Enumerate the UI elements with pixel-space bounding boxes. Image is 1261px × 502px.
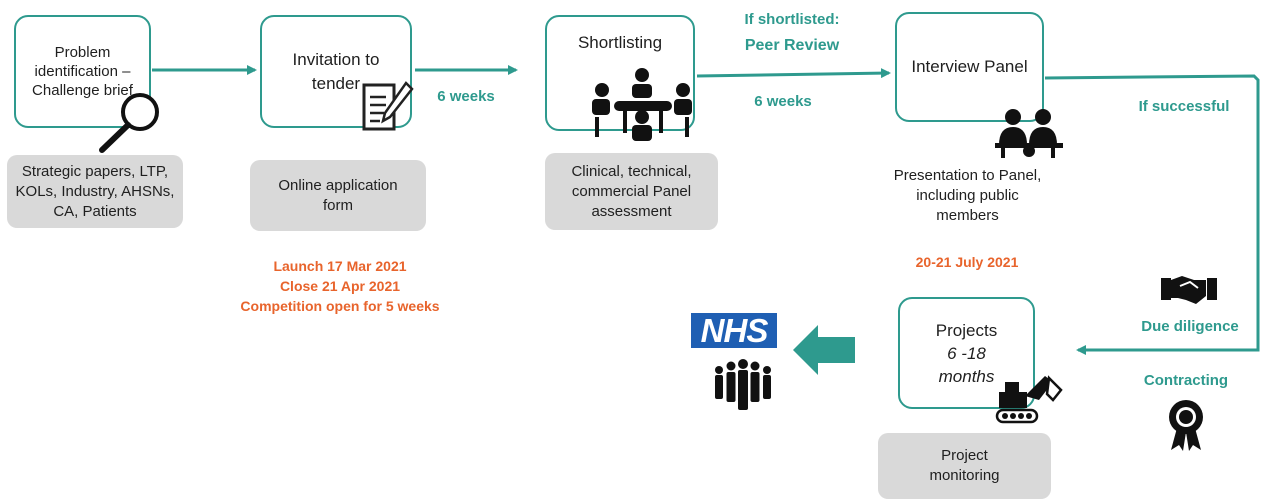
meeting-table-icon [592, 68, 692, 141]
note-sources: Strategic papers, LTP, KOLs, Industry, A… [7, 155, 183, 228]
date-open-duration: Competition open for 5 weeks [240, 298, 440, 314]
connector-interview-to-right-edge [1044, 74, 1260, 355]
note-panel-assessment: Clinical, technical, commercial Panel as… [545, 153, 718, 230]
step-shortlisting: Shortlisting [545, 15, 695, 131]
label-6-weeks-2: 6 weeks [754, 93, 812, 110]
magnifier-icon [99, 93, 159, 153]
projects-duration: 6 -18 months [938, 343, 995, 386]
interview-panel-icon [995, 109, 1063, 158]
label-due-diligence: Due diligence [1141, 318, 1239, 335]
label-6-weeks-1: 6 weeks [437, 88, 495, 105]
date-interview: 20-21 July 2021 [915, 254, 1019, 270]
label-contracting: Contracting [1143, 372, 1229, 389]
projects-title: Projects [935, 320, 998, 340]
crowd-icon [715, 359, 771, 410]
nhs-logo: NHS [691, 313, 777, 348]
presentation-text: Presentation to Panel, including public … [893, 167, 1042, 224]
label-if-shortlisted: If shortlisted: [744, 11, 840, 28]
award-ribbon-icon [1169, 400, 1203, 451]
arrow-shortlisting-to-interview [696, 68, 891, 79]
note-project-monitoring: Project monitoring [878, 433, 1051, 499]
document-pen-icon [362, 81, 414, 131]
date-close: Close 21 Apr 2021 [279, 278, 401, 294]
label-peer-review: Peer Review [744, 37, 840, 54]
step-interview-panel: Interview Panel [895, 12, 1044, 122]
date-launch: Launch 17 Mar 2021 [273, 258, 407, 274]
big-arrow-to-nhs [793, 325, 855, 375]
label-if-successful: If successful [1138, 98, 1230, 115]
handshake-icon [1161, 276, 1217, 304]
excavator-icon [995, 375, 1063, 424]
note-online-form: Online application form [250, 160, 426, 231]
date-block-competition: Launch 17 Mar 2021 Close 21 Apr 2021 Com… [215, 256, 465, 316]
